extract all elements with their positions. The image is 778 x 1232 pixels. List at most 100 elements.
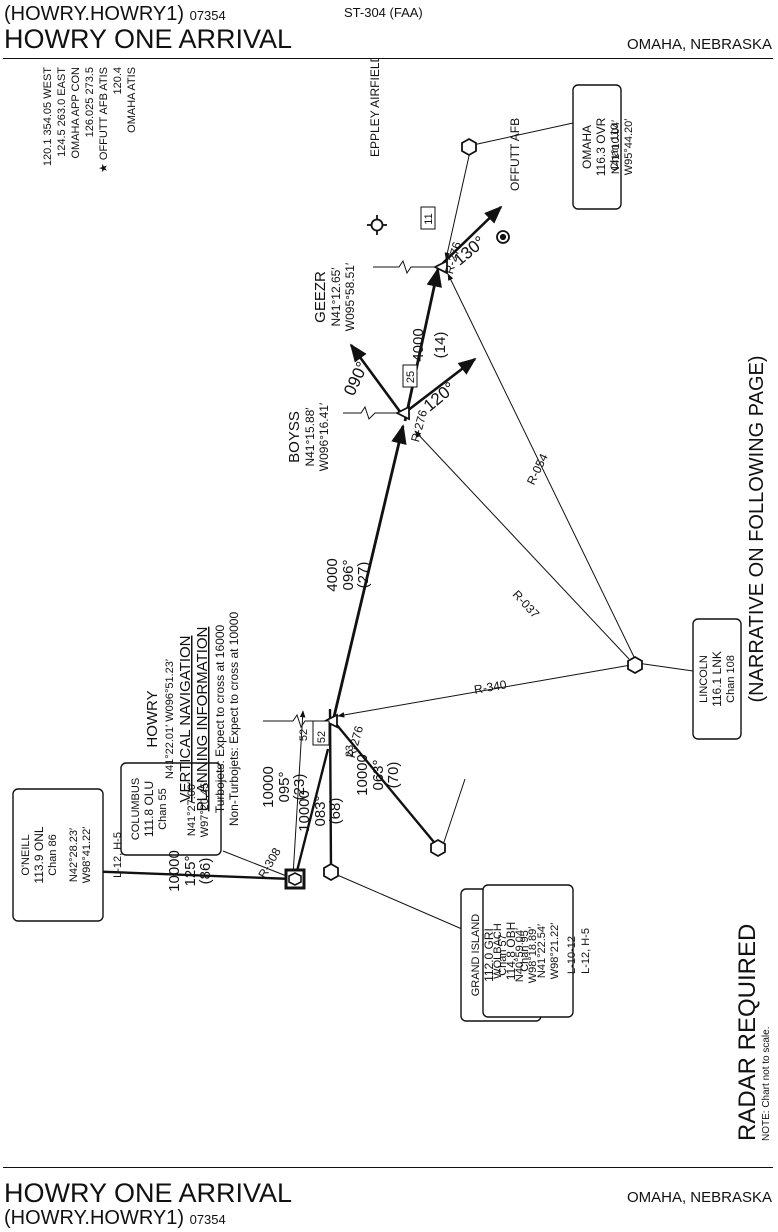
comm-line-6: 124.5 263.0 EAST bbox=[56, 67, 68, 157]
dme-howry-52-boxed: 52 bbox=[316, 731, 328, 743]
oneill-lon: W98°41.22′ bbox=[81, 827, 93, 884]
radial-r276-boyss: R-276 bbox=[408, 408, 430, 444]
oneill-name: O'NEILL bbox=[20, 834, 32, 875]
oneill-lat: N42°28.23′ bbox=[68, 828, 80, 882]
boyss-lead-line bbox=[343, 405, 401, 420]
radial-r340-line bbox=[337, 664, 632, 718]
narrative-note: (NARRATIVE ON FOLLOWING PAGE) bbox=[746, 355, 768, 702]
comm-line-4: 126.025 273.5 bbox=[84, 67, 96, 137]
boyss-lon: W096°16.41′ bbox=[317, 402, 331, 471]
wolbach-navaid-box bbox=[482, 884, 574, 1018]
comm-line-7: 120.1 354.05 WEST bbox=[42, 67, 54, 166]
wolbach-lat: N41°22.54′ bbox=[536, 924, 548, 978]
heading-geezr-130 bbox=[442, 205, 503, 264]
dme-box-boyss bbox=[402, 364, 418, 388]
route-olu-alt: 10000 bbox=[260, 766, 277, 808]
gri-lon: W98°18.89′ bbox=[527, 927, 539, 984]
gri-vortac-symbol bbox=[430, 838, 446, 858]
wolbach-leader bbox=[334, 873, 486, 940]
columbus-leader bbox=[222, 850, 290, 878]
chart-id: ST-304 (FAA) bbox=[344, 5, 423, 20]
radial-r037-line bbox=[414, 430, 630, 660]
omaha-freq: 116.3 OVR bbox=[594, 117, 608, 176]
columbus-navaid-box bbox=[120, 762, 222, 856]
radial-r054: R-054 bbox=[524, 451, 551, 487]
columbus-lat: N41°27.00′ bbox=[186, 782, 198, 836]
route-boyss-alt: 4000 bbox=[410, 328, 427, 361]
columbus-name: COLUMBUS bbox=[130, 778, 142, 840]
route-wolbach-crs: 083° bbox=[312, 795, 329, 826]
eppley-airport-symbol bbox=[370, 218, 384, 232]
columbus-lon: W97°20.45′ bbox=[199, 781, 211, 838]
lincoln-name: LINCOLN bbox=[698, 655, 710, 703]
wolbach-name: WOLBACH bbox=[492, 923, 504, 979]
omaha-lon: W95°44.20′ bbox=[623, 119, 635, 176]
radar-required: RADAR REQUIRED bbox=[734, 924, 761, 1141]
chart-frame: OMAHA ATIS 120.4 ★ OFFUTT AFB ATIS 126.0… bbox=[3, 58, 773, 1168]
wolbach-freq: 114.8 OBH bbox=[504, 922, 518, 981]
dme-box-howry bbox=[312, 720, 330, 746]
route-gri-alt: 10000 bbox=[354, 754, 371, 796]
vnav-title-1: VERTICAL NAVIGATION bbox=[177, 636, 194, 803]
route-boyss-dist: (14) bbox=[432, 332, 449, 359]
eppley-label: EPPLEY AIRFIELD bbox=[368, 59, 382, 157]
lincoln-leader bbox=[636, 662, 694, 672]
city-bottom: OMAHA, NEBRASKA bbox=[626, 1189, 772, 1206]
route-howry-boyss bbox=[331, 424, 407, 722]
route-columbus-howry bbox=[293, 748, 330, 880]
dme-howry-52: 52 bbox=[298, 729, 310, 741]
vnav-line-2: Non-Turbojets: Expect to cross at 10000 bbox=[227, 612, 241, 827]
omaha-chan: Chan 110 bbox=[609, 124, 621, 171]
procedure-code-top: (HOWRY.HOWRY1) 07354 bbox=[4, 3, 226, 25]
gri-name: GRAND ISLAND bbox=[470, 914, 482, 997]
comm-line-1: OMAHA ATIS bbox=[126, 67, 138, 133]
route-howry-alt: 4000 bbox=[324, 558, 341, 591]
radial-r308: R-308 bbox=[255, 845, 284, 881]
radial-r054-line bbox=[447, 273, 636, 660]
offutt-airport-inner bbox=[499, 233, 507, 241]
route-howry-crs: 096° bbox=[340, 559, 357, 590]
heading-boyss-120-label: 120° bbox=[420, 378, 459, 415]
howry-fix-coords: N41°22.01′ W096°51.23′ bbox=[164, 659, 176, 779]
wolbach-vortac-symbol bbox=[323, 862, 339, 882]
gri-charts: L-10-12 bbox=[566, 936, 578, 974]
gri-freq: 112.0 GRI bbox=[482, 928, 496, 982]
route-olu-crs: 095° bbox=[276, 771, 293, 802]
route-wolbach-dist: (68) bbox=[327, 798, 344, 825]
gri-chan: Chan 57 bbox=[497, 934, 509, 976]
city-top: OMAHA, NEBRASKA bbox=[626, 36, 772, 53]
omaha-leader bbox=[472, 122, 574, 146]
dme-geezr-11: 11 bbox=[423, 213, 435, 224]
geezr-lat: N41°12.65′ bbox=[329, 267, 343, 327]
dme-howry-23: 23 bbox=[344, 745, 356, 757]
dme-box-geezr bbox=[420, 206, 436, 230]
omaha-vortac-symbol bbox=[461, 137, 477, 157]
route-wolbach-alt: 10000 bbox=[296, 790, 313, 832]
oneill-charts: L-12, H-5 bbox=[112, 832, 124, 878]
vnav-title-2: PLANNING INFORMATION bbox=[194, 627, 211, 812]
route-oneill-crs: 125° bbox=[182, 855, 199, 886]
boyss-lat: N41°15.88′ bbox=[303, 407, 317, 467]
arrival-map: OMAHA ATIS 120.4 ★ OFFUTT AFB ATIS 126.0… bbox=[12, 59, 772, 1142]
dme-boyss-25: 25 bbox=[405, 371, 417, 383]
heading-boyss-120 bbox=[406, 357, 477, 413]
offutt-label: OFFUTT AFB bbox=[508, 118, 522, 191]
route-oneill-dist: (86) bbox=[197, 858, 214, 885]
omaha-navaid-box bbox=[572, 84, 622, 210]
heading-boyss-090 bbox=[349, 343, 403, 414]
route-wolbach-howry bbox=[328, 708, 333, 870]
route-gri-crs: 063° bbox=[370, 759, 387, 790]
scale-note: NOTE: Chart not to scale. bbox=[761, 1027, 772, 1142]
radial-r037: R-037 bbox=[510, 588, 543, 622]
route-olu-dist: (23) bbox=[291, 774, 308, 801]
route-oneill-columbus bbox=[82, 869, 294, 881]
radial-r308-line bbox=[292, 710, 306, 877]
lincoln-navaid-box bbox=[692, 618, 742, 740]
geezr-fix-name: GEEZR bbox=[312, 271, 329, 323]
lincoln-freq: 116.1 LNK bbox=[710, 651, 724, 707]
howry-fix-name: HOWRY bbox=[144, 690, 161, 747]
radial-r340: R-340 bbox=[473, 677, 508, 697]
columbus-vortac-inner bbox=[288, 872, 302, 886]
oneill-chan: Chan 86 bbox=[47, 834, 59, 876]
route-oneill-alt: 10000 bbox=[166, 850, 183, 892]
